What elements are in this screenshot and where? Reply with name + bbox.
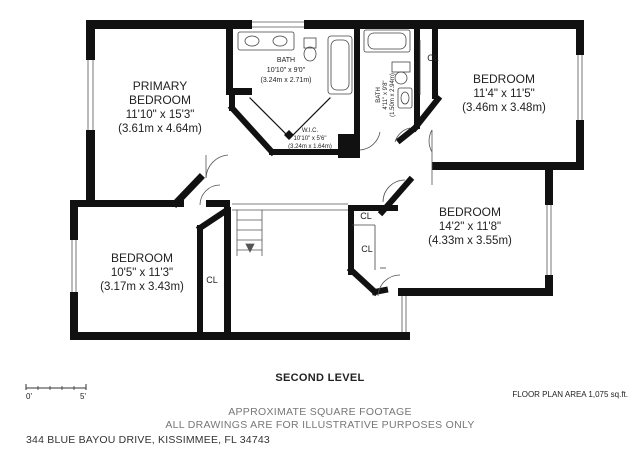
- primary-name-2: BEDROOM: [129, 93, 191, 107]
- floor-plan-area: FLOOR PLAN AREA 1,075 sq.ft.: [512, 390, 628, 399]
- label-wic: W.I.C. 10'10" x 5'6" (3.24m x 1.64m): [288, 128, 332, 150]
- bath-fixtures: [237, 29, 413, 109]
- label-bath2: BATH 4'11" x 9'8" (1.50m x 2.94m): [376, 73, 396, 117]
- disclaimer-illustrative: ALL DRAWINGS ARE FOR ILLUSTRATIVE PURPOS…: [165, 419, 475, 431]
- bath2-dim-ft: 4'11" x 9'8": [383, 80, 389, 109]
- closet-label-mid-2: CL: [361, 244, 373, 254]
- scale-label-five: 5': [80, 392, 86, 401]
- wic-dim-m: (3.24m x 1.64m): [288, 144, 332, 150]
- closet-label-sw: CL: [206, 275, 218, 285]
- wic-name: W.I.C.: [302, 128, 319, 134]
- wall-bottom: [70, 332, 410, 340]
- primary-name-1: PRIMARY: [133, 79, 187, 93]
- closet-walls: [352, 40, 421, 270]
- window-primary-left: [86, 60, 95, 130]
- label-bedroom-sw: BEDROOM 10'5" x 11'3" (3.17m x 3.43m): [100, 251, 184, 293]
- bath2-name: BATH: [376, 87, 382, 103]
- bedroom-e-name: BEDROOM: [439, 205, 501, 219]
- label-bath: BATH 10'10" x 9'0" (3.24m x 2.71m): [261, 57, 312, 84]
- primary-dim-m: (3.61m x 4.64m): [118, 123, 202, 135]
- doors: [199, 127, 433, 332]
- bedroom-sw-dim-ft: 10'5" x 11'3": [111, 267, 173, 279]
- bath-dim-m: (3.24m x 2.71m): [261, 77, 312, 84]
- closet-label-mid-1: CL: [360, 211, 372, 221]
- window-ne-right: [576, 55, 584, 120]
- stairs: [232, 203, 348, 256]
- bedroom-e-dim-m: (4.33m x 3.55m): [428, 235, 512, 247]
- closet-label-ne: CL: [427, 53, 439, 63]
- bath-name: BATH: [277, 57, 295, 64]
- label-bedroom-e: BEDROOM 14'2" x 11'8" (4.33m x 3.55m): [428, 205, 512, 247]
- disclaimer-square-footage: APPROXIMATE SQUARE FOOTAGE: [228, 406, 412, 418]
- label-bedroom-ne: BEDROOM 11'4" x 11'5" (3.46m x 3.48m): [462, 72, 546, 114]
- level-title: SECOND LEVEL: [275, 372, 365, 384]
- bedroom-ne-dim-m: (3.46m x 3.48m): [462, 102, 546, 114]
- label-primary-bedroom: PRIMARY BEDROOM 11'10" x 15'3" (3.61m x …: [118, 79, 202, 135]
- scale-bar: [25, 384, 87, 390]
- window-e-right: [545, 205, 553, 275]
- window-sw-left: [70, 240, 78, 292]
- wall-bottom-right: [398, 288, 553, 296]
- interior-walls: [95, 29, 438, 332]
- floor-plan: PRIMARY BEDROOM 11'10" x 15'3" (3.61m x …: [70, 20, 584, 340]
- diagonal-walls: [171, 92, 443, 333]
- bedroom-ne-dim-ft: 11'4" x 11'5": [473, 88, 534, 100]
- windows: [70, 20, 584, 292]
- bedroom-sw-name: BEDROOM: [111, 251, 173, 265]
- bedroom-sw-dim-m: (3.17m x 3.43m): [100, 281, 184, 293]
- bedroom-e-dim-ft: 14'2" x 11'8": [439, 221, 501, 233]
- property-address: 344 BLUE BAYOU DRIVE, KISSIMMEE, FL 3474…: [26, 434, 270, 446]
- wall-step-right: [432, 162, 584, 170]
- bath2-dim-m: (1.50m x 2.94m): [390, 73, 396, 117]
- scale-label-zero: 0': [26, 392, 32, 401]
- wic-dim-ft: 10'10" x 5'6": [294, 136, 327, 142]
- window-bath-top: [252, 20, 304, 29]
- wic-diamond: [284, 130, 294, 140]
- bedroom-ne-name: BEDROOM: [473, 72, 535, 86]
- bath-dim-ft: 10'10" x 9'0": [267, 67, 306, 74]
- wall-top: [86, 20, 584, 29]
- primary-dim-ft: 11'10" x 15'3": [126, 109, 195, 121]
